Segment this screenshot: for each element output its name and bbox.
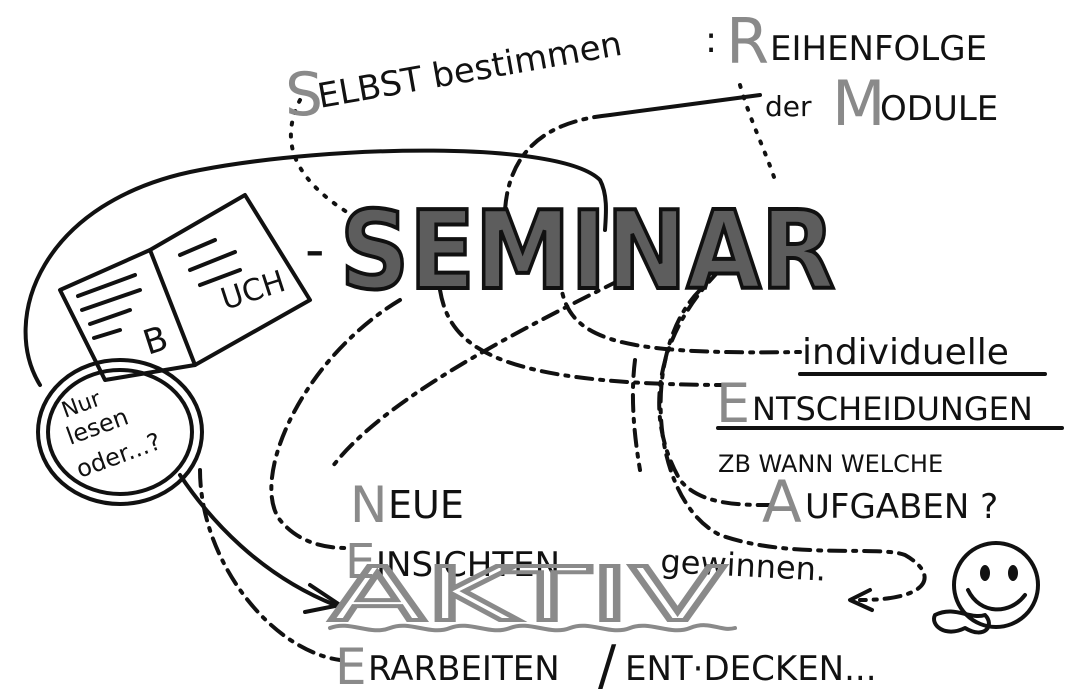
magnifier-icon (36, 358, 204, 506)
seminar-to-individuelle (558, 268, 802, 355)
center-dashed-down (630, 358, 642, 472)
arrow-head-aktiv (303, 583, 342, 614)
seminar-to-aufgaben (657, 268, 772, 507)
entscheidungen-text: NTSCHEIDUNGEN (752, 390, 1033, 428)
seminar-to-neue (328, 278, 622, 472)
entscheidungen-e: E (716, 372, 750, 435)
ent-decken-text: ENT·DECKEN... (625, 649, 877, 689)
aufgaben-a: A (762, 468, 802, 536)
arrow-to-aktiv (178, 473, 337, 607)
top-der: der (765, 90, 812, 123)
seminar-to-entscheidungen (438, 288, 732, 387)
aktiv-text: AKTIV (330, 552, 726, 638)
seminar-to-gewinnen (658, 288, 927, 602)
open-book-icon (58, 193, 312, 382)
book-to-einsichten (269, 298, 402, 550)
einsichten-e: E (345, 534, 375, 590)
book-b: B (138, 318, 173, 363)
top-r-letter: R (726, 5, 769, 78)
seminar-dash: - (305, 218, 325, 281)
erarbeiten-text: RARBEITEN (368, 649, 560, 689)
book-uch: UCH (217, 264, 290, 318)
neue-n: N (350, 476, 387, 534)
aufgaben-text: UFGABEN ? (805, 487, 998, 527)
seminar-title: SEMINAR (340, 189, 835, 314)
top-s-letter: S (285, 60, 323, 130)
smiley-icon (932, 541, 1040, 635)
erarbeiten-slash: / (598, 634, 617, 689)
top-m-letter: M (832, 67, 886, 140)
arrow-smiley (848, 588, 874, 612)
top-line1-text: ELBST bestimmen (315, 24, 625, 117)
zb-text: ZB WANN WELCHE (718, 450, 943, 478)
individuelle-text: individuelle (802, 332, 1009, 373)
module-arc (503, 113, 612, 212)
top-reihenfolge: EIHENFOLGE (770, 29, 987, 69)
top-colon: : (705, 20, 717, 61)
einsichten-text: INSICHTEN (376, 545, 560, 585)
gewinnen-text: gewinnen. (660, 542, 828, 589)
top-module: ODULE (880, 89, 998, 129)
wavy-underline-aktiv (328, 623, 737, 633)
neue-text: EUE (388, 483, 464, 527)
module-connector (608, 93, 762, 117)
erarbeiten-e: E (335, 638, 367, 689)
dotted-connector-left (288, 98, 362, 222)
